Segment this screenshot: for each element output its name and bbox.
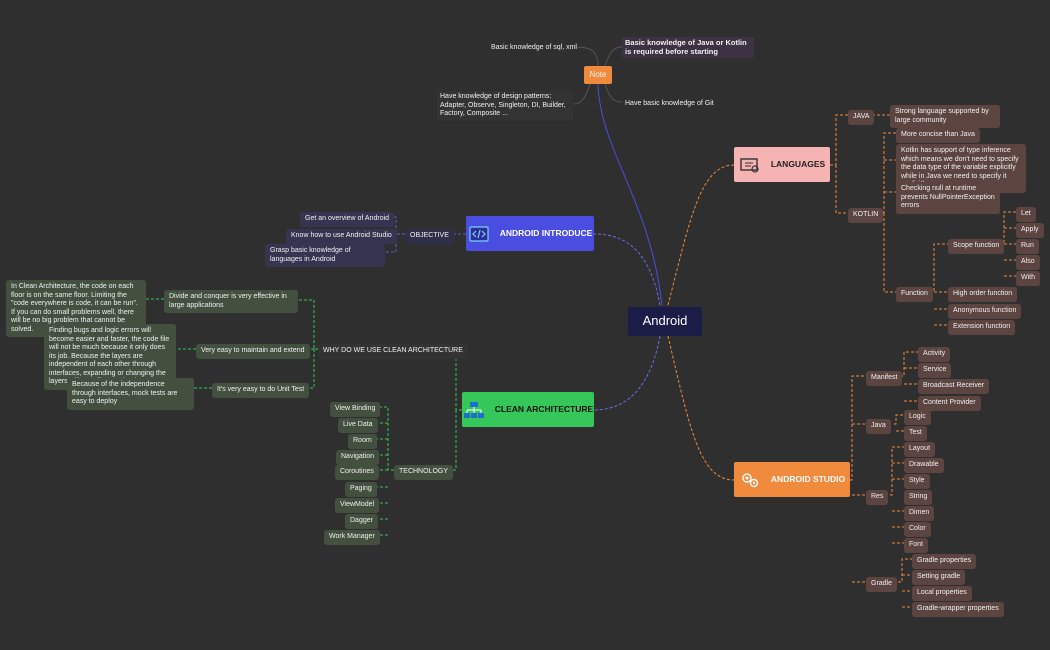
scope-item[interactable]: Run	[1016, 239, 1039, 254]
code-window-icon	[468, 225, 490, 243]
scope-item[interactable]: With	[1016, 271, 1040, 286]
root-node[interactable]: Android	[628, 307, 702, 336]
manifest-item[interactable]: Broadcast Receiver	[918, 379, 990, 394]
scope-item[interactable]: Let	[1016, 207, 1036, 222]
scope-item[interactable]: Also	[1016, 255, 1040, 270]
gradle-item[interactable]: Gradle properties	[912, 554, 977, 569]
objective-item[interactable]: Get an overview of Android	[300, 212, 395, 227]
technology-item[interactable]: Paging	[345, 482, 377, 497]
objective-node[interactable]: OBJECTIVE	[405, 229, 454, 244]
technology-item[interactable]: ViewModel	[335, 498, 380, 513]
res-item[interactable]: Drawable	[904, 458, 944, 473]
res-item[interactable]: Font	[904, 538, 929, 553]
technology-item[interactable]: View Binding	[330, 402, 381, 417]
java-desc[interactable]: Strong language supported by large commu…	[890, 105, 1000, 128]
gears-icon	[739, 471, 761, 489]
res-item[interactable]: Dimen	[904, 506, 935, 521]
clean-architecture-node[interactable]: CLEAN ARCHITECTURE	[462, 392, 594, 427]
technology-item[interactable]: Dagger	[345, 514, 378, 529]
why-clean-node[interactable]: WHY DO WE USE CLEAN ARCHITECTURE	[318, 344, 468, 359]
clean-architecture-title: CLEAN ARCHITECTURE	[494, 404, 594, 415]
note-node[interactable]: Note	[584, 66, 612, 84]
manifest-node[interactable]: Manifest	[866, 371, 903, 386]
note-item[interactable]: Basic knowledge of Java or Kotlin is req…	[622, 37, 754, 58]
hierarchy-icon	[463, 401, 485, 419]
languages-title: LANGUAGES	[770, 159, 826, 170]
scope-item[interactable]: Apply	[1016, 223, 1044, 238]
res-item[interactable]: Layout	[904, 442, 936, 457]
res-item[interactable]: Style	[904, 474, 930, 489]
scope-function-node[interactable]: Scope function	[948, 239, 1005, 254]
why-item[interactable]: Divide and conquer is very effective in …	[164, 290, 298, 313]
technology-node[interactable]: TECHNOLOGY	[394, 465, 454, 480]
why-detail[interactable]: Because of the independence through inte…	[67, 378, 194, 410]
android-introduce-node[interactable]: ANDROID INTRODUCE	[466, 216, 594, 251]
technology-item[interactable]: Room	[348, 434, 377, 449]
technology-item[interactable]: Live Data	[338, 418, 378, 433]
function-item[interactable]: High order function	[948, 287, 1018, 302]
kotlin-node[interactable]: KOTLIN	[848, 208, 884, 223]
technology-item[interactable]: Work Manager	[324, 530, 380, 545]
function-item[interactable]: Anonymous function	[948, 304, 1022, 319]
manifest-item[interactable]: Service	[918, 363, 952, 378]
technology-item[interactable]: Navigation	[336, 450, 380, 465]
why-item[interactable]: It's very easy to do Unit Test	[212, 383, 310, 398]
kotlin-item[interactable]: More concise than Java	[896, 128, 980, 143]
why-item[interactable]: Very easy to maintain and extend	[196, 344, 310, 359]
objective-item[interactable]: Know how to use Android Studio	[286, 229, 397, 244]
technology-item[interactable]: Coroutines	[335, 465, 379, 480]
function-node[interactable]: Function	[896, 287, 933, 302]
gradle-node[interactable]: Gradle	[866, 577, 898, 592]
java-lang-node[interactable]: JAVA	[848, 110, 875, 125]
android-introduce-title: ANDROID INTRODUCE	[499, 228, 593, 239]
studio-java-node[interactable]: Java	[866, 419, 891, 434]
note-item[interactable]: Have basic knowledge of Git	[625, 100, 714, 107]
android-studio-title: ANDROID STUDIO	[770, 474, 846, 485]
android-studio-node[interactable]: ANDROID STUDIO	[734, 462, 850, 497]
gradle-item[interactable]: Setting gradle	[912, 570, 966, 585]
languages-node[interactable]: LANGUAGES	[734, 147, 830, 182]
studio-java-item[interactable]: Test	[904, 426, 927, 441]
res-item[interactable]: Color	[904, 522, 931, 537]
objective-item[interactable]: Grasp basic knowledge of languages in An…	[265, 244, 385, 267]
manifest-item[interactable]: Activity	[918, 347, 951, 362]
book-icon	[739, 156, 761, 174]
kotlin-item[interactable]: Checking null at runtime prevents NullPo…	[896, 182, 1000, 214]
res-node[interactable]: Res	[866, 490, 889, 505]
note-title: Note	[589, 69, 607, 79]
note-item[interactable]: Have knowledge of design patterns: Adapt…	[437, 91, 573, 121]
manifest-item[interactable]: Content Provider	[918, 396, 981, 411]
note-item[interactable]: Basic knowledge of sql, xml	[491, 44, 577, 51]
studio-java-item[interactable]: Logic	[904, 410, 931, 425]
gradle-item[interactable]: Gradle-wrapper properties	[912, 602, 1004, 617]
res-item[interactable]: String	[904, 490, 933, 505]
gradle-item[interactable]: Local properties	[912, 586, 972, 601]
function-item[interactable]: Extension function	[948, 320, 1016, 335]
